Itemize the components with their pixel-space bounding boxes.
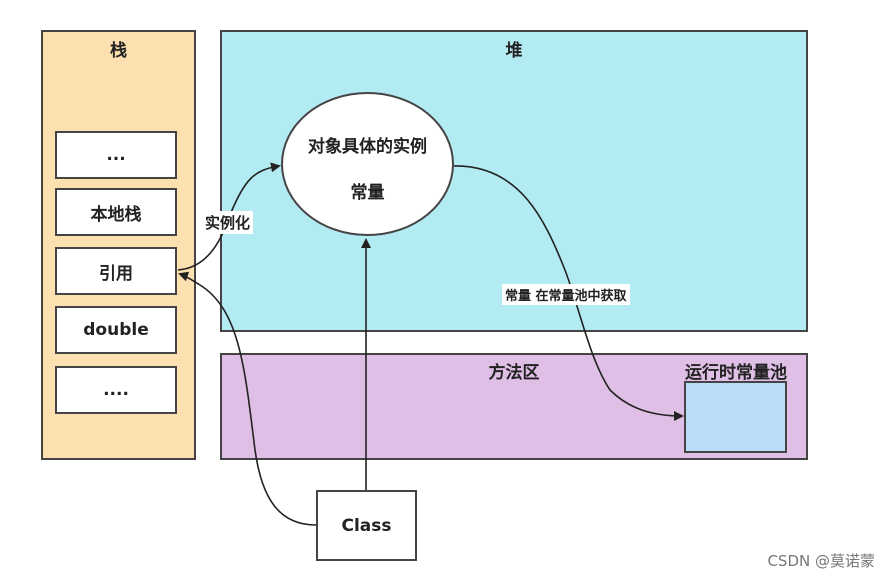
object-constant-label: 常量 — [350, 183, 385, 203]
stack-slot-ellipsis-bottom: .... — [55, 366, 177, 414]
constant-fetch-label: 常量 在常量池中获取 — [502, 284, 630, 305]
object-instance-label: 对象具体的实例 — [308, 137, 427, 157]
constant-pool-title: 运行时常量池 — [685, 363, 787, 383]
stack-slot-double: double — [55, 306, 177, 354]
object-instance-node — [281, 92, 454, 236]
class-node: Class — [316, 490, 417, 561]
stack-slot-native-stack: 本地栈 — [55, 188, 177, 236]
heap-title: 堆 — [505, 41, 523, 61]
stack-title: 栈 — [110, 41, 127, 61]
method-area-title: 方法区 — [488, 363, 540, 383]
edge-class-to-reference — [178, 271, 317, 526]
stack-slot-ellipsis-top: ... — [55, 131, 177, 179]
instantiate-label: 实例化 — [202, 211, 254, 234]
runtime-constant-pool-box — [684, 381, 787, 453]
watermark: CSDN @莫诺蒙 — [767, 552, 875, 570]
edge-object-to-constant-pool — [453, 165, 684, 421]
stack-slot-reference: 引用 — [55, 247, 177, 295]
